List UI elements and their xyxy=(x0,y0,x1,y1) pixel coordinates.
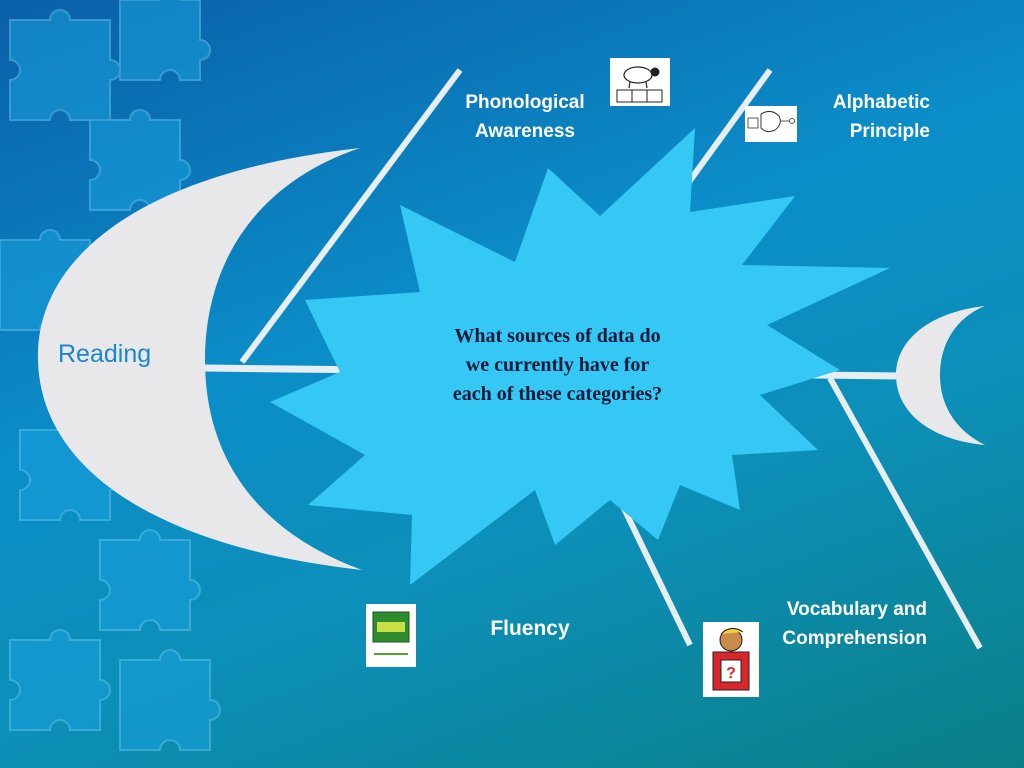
label-fluency: Fluency xyxy=(470,614,590,643)
central-question: What sources of data do we currently hav… xyxy=(415,322,700,409)
label-alphabetic-principle: Alphabetic Principle xyxy=(780,88,930,146)
label-phonological-awareness: Phonological Awareness xyxy=(450,88,600,146)
label-line: Vocabulary and xyxy=(786,599,927,620)
sheep-sound-boxes-icon xyxy=(610,58,670,106)
label-line: Phonological xyxy=(465,92,585,113)
label-line: Fluency xyxy=(490,617,570,640)
question-book-icon: ? xyxy=(703,622,759,697)
label-line: Principle xyxy=(849,121,930,142)
label-line: Alphabetic xyxy=(832,92,930,113)
puzzle-piece xyxy=(119,0,211,81)
letter-sound-icon xyxy=(745,106,797,142)
bone-vocabulary xyxy=(827,376,983,650)
puzzle-piece xyxy=(99,529,201,631)
svg-text:?: ? xyxy=(726,665,736,682)
puzzle-piece xyxy=(9,9,121,121)
question-line: each of these categories? xyxy=(452,383,663,405)
puzzle-piece xyxy=(119,649,221,751)
label-vocabulary-comprehension: Vocabulary and Comprehension xyxy=(755,595,927,653)
question-line: What sources of data do xyxy=(454,325,661,347)
label-line: Awareness xyxy=(475,121,575,142)
puzzle-piece xyxy=(9,629,111,731)
question-line: we currently have for xyxy=(465,354,650,376)
bone-phonological xyxy=(239,68,463,364)
puzzle-pattern xyxy=(0,0,221,751)
fluency-sign-icon xyxy=(366,604,416,667)
question-starburst xyxy=(270,128,890,585)
label-line: Comprehension xyxy=(782,628,927,649)
reading-crescent xyxy=(37,148,362,570)
small-crescent xyxy=(896,306,985,445)
reading-label: Reading xyxy=(58,340,152,368)
